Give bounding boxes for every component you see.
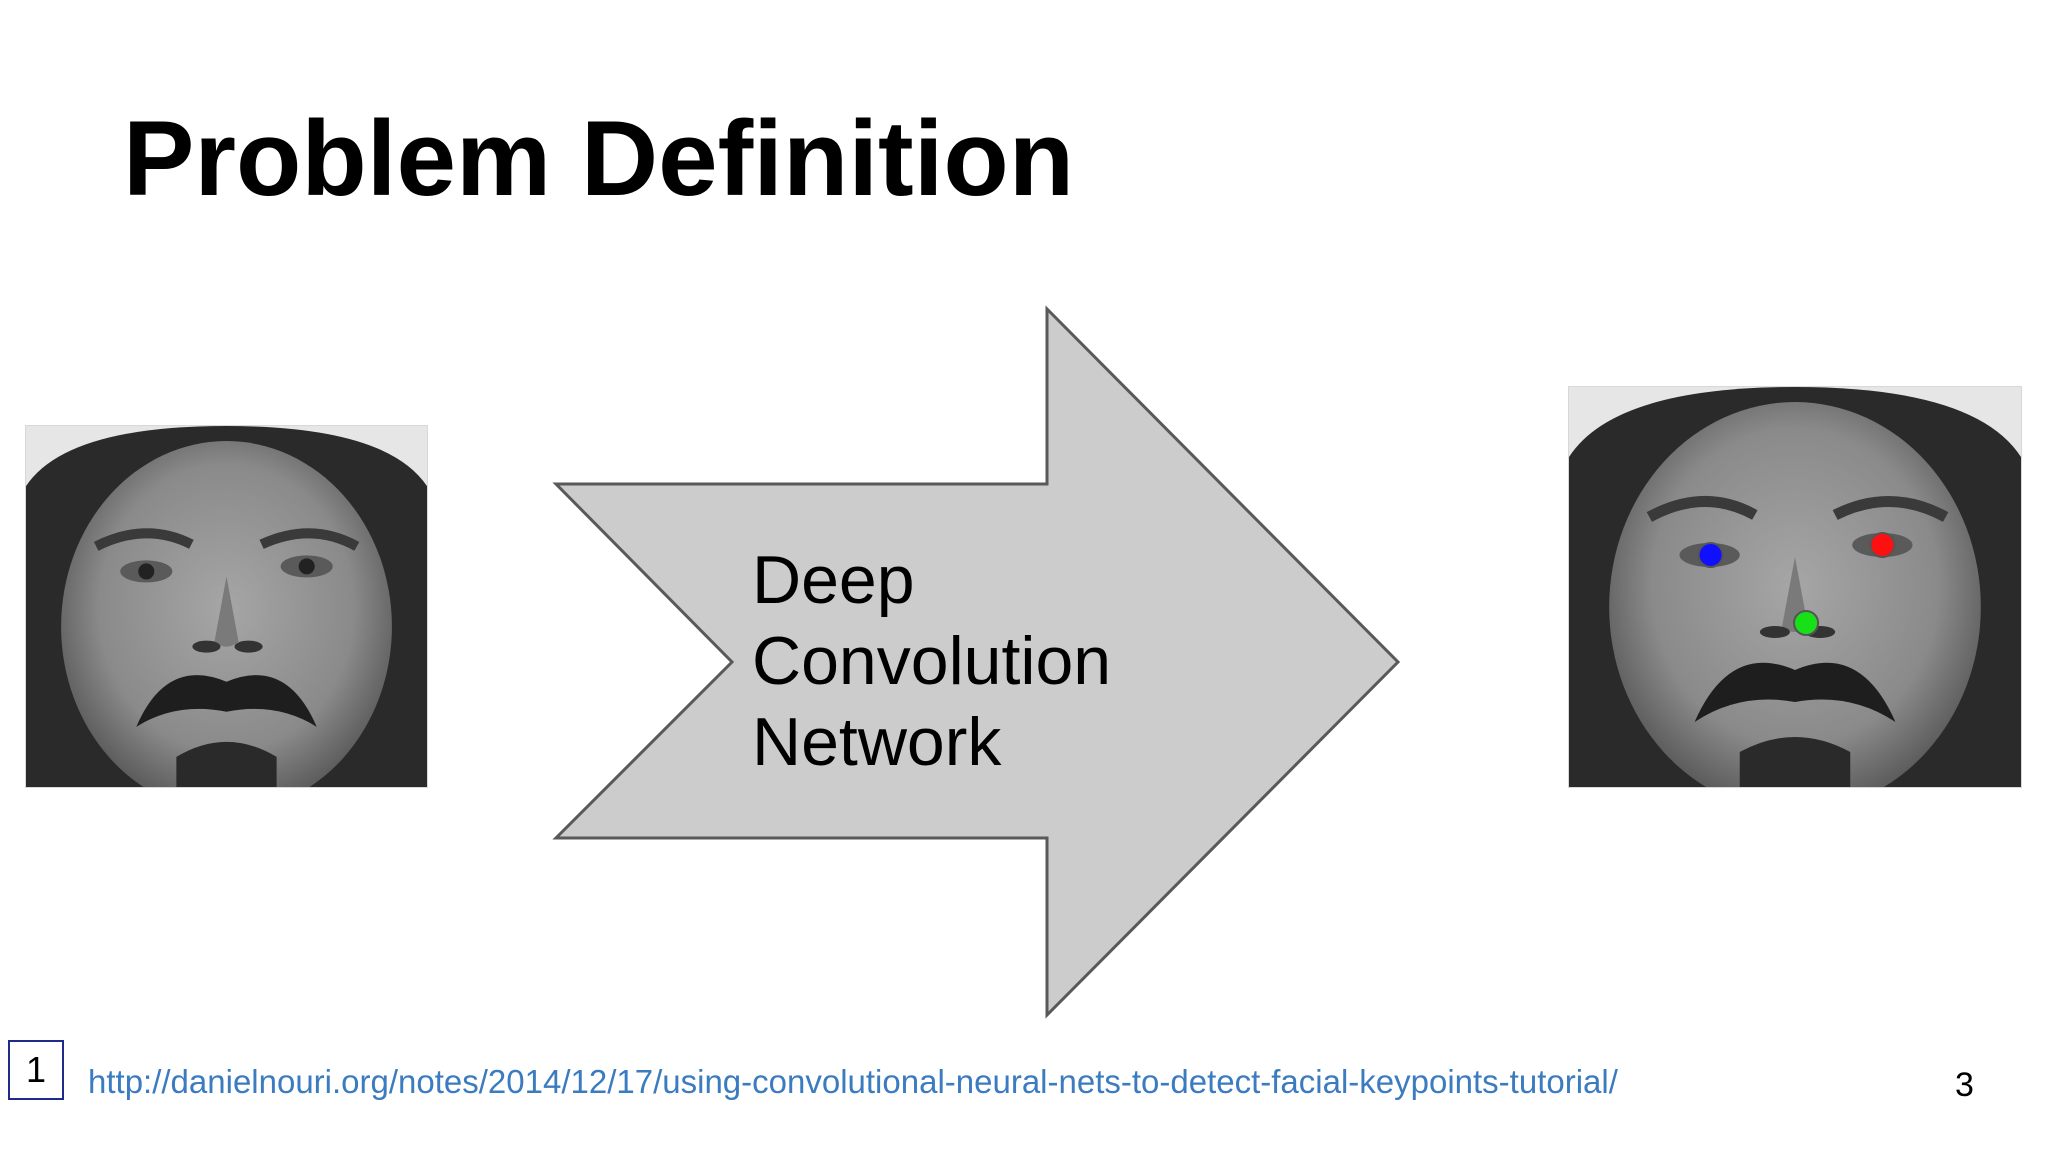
reference-number-box: 1 <box>8 1040 64 1100</box>
page-number: 3 <box>1955 1066 1974 1104</box>
arrow-label-line: Convolution <box>752 623 1112 699</box>
slide-title: Problem Definition <box>123 98 1075 218</box>
right-eye-keypoint <box>1869 532 1896 558</box>
input-face-image <box>25 425 428 788</box>
input-face-graphic <box>26 426 427 787</box>
left-eye-keypoint <box>1697 542 1724 568</box>
output-face-graphic <box>1569 387 2021 787</box>
arrow-shape <box>552 305 1401 1019</box>
nose-keypoint <box>1792 610 1820 636</box>
output-face-image <box>1568 386 2022 788</box>
reference-link[interactable]: http://danielnouri.org/notes/2014/12/17/… <box>88 1063 1618 1100</box>
arrow-label: Deep Convolution Network <box>752 540 1111 783</box>
arrow-label-line: Network <box>752 704 1002 780</box>
arrow-label-line: Deep <box>752 542 915 618</box>
